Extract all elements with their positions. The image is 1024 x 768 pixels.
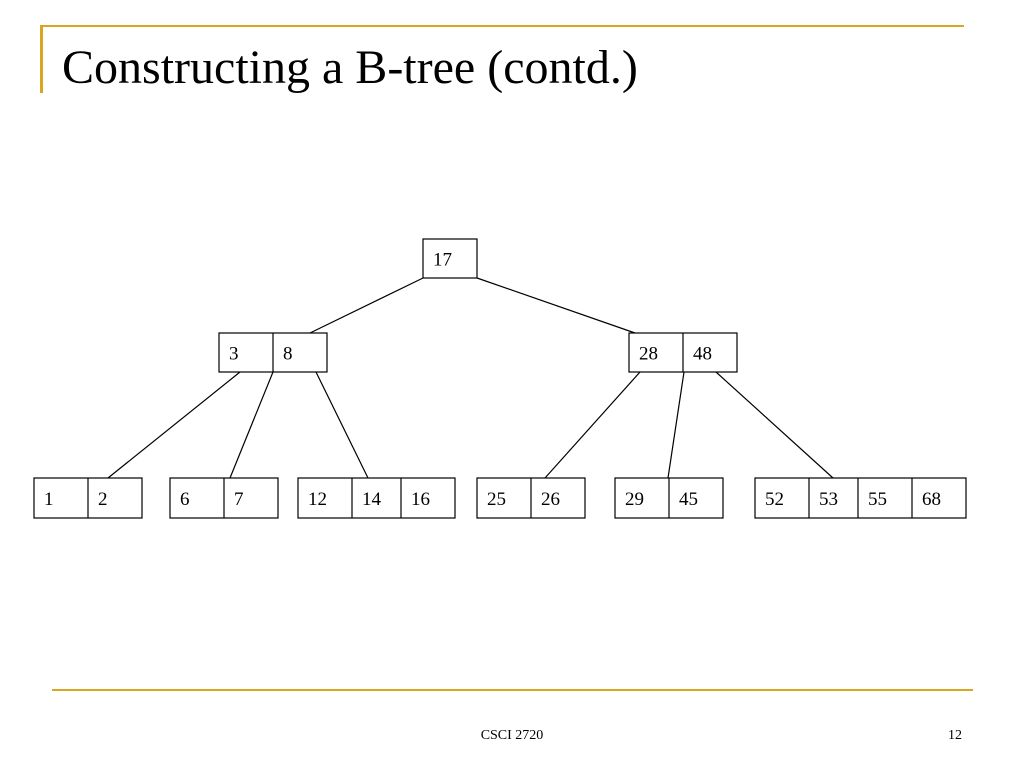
node-key: 14 bbox=[362, 489, 382, 510]
tree-edge bbox=[107, 371, 241, 479]
tree-edge bbox=[476, 277, 636, 334]
footer-accent-line bbox=[52, 689, 973, 691]
node-key: 2 bbox=[98, 489, 108, 510]
node-key: 28 bbox=[639, 344, 658, 365]
tree-edge bbox=[315, 371, 369, 479]
internal-node: 28 48 bbox=[628, 332, 738, 373]
node-key: 45 bbox=[679, 489, 698, 510]
root-node-box bbox=[422, 238, 478, 279]
tree-edges bbox=[107, 277, 834, 479]
tree-edge bbox=[667, 371, 685, 479]
footer-page-number: 12 bbox=[948, 728, 962, 743]
slide-title: Constructing a B-tree (contd.) bbox=[62, 41, 638, 94]
node-key: 25 bbox=[487, 489, 506, 510]
node-key: 52 bbox=[765, 489, 784, 510]
node-key: 12 bbox=[308, 489, 327, 510]
node-key: 16 bbox=[411, 489, 430, 510]
node-key: 6 bbox=[180, 489, 190, 510]
tree-edge bbox=[544, 371, 641, 479]
root-node: 17 bbox=[422, 238, 478, 279]
title-accent-line bbox=[40, 25, 964, 27]
node-key: 3 bbox=[229, 344, 239, 365]
node-key: 53 bbox=[819, 489, 838, 510]
node-key: 26 bbox=[541, 489, 560, 510]
node-key: 48 bbox=[693, 344, 712, 365]
leaf-node: 25 26 bbox=[476, 477, 586, 519]
node-key: 17 bbox=[433, 250, 452, 271]
node-key: 8 bbox=[283, 344, 293, 365]
leaf-node: 12 14 16 bbox=[297, 477, 456, 519]
node-key: 68 bbox=[922, 489, 941, 510]
tree-edge bbox=[309, 277, 424, 334]
leaf-node-box bbox=[754, 477, 967, 519]
node-key: 1 bbox=[44, 489, 54, 510]
leaf-node-box bbox=[297, 477, 456, 519]
tree-edge bbox=[715, 371, 834, 479]
footer-course: CSCI 2720 bbox=[480, 728, 544, 743]
leaf-node: 52 53 55 68 bbox=[754, 477, 967, 519]
node-key: 29 bbox=[625, 489, 644, 510]
node-key: 7 bbox=[234, 489, 244, 510]
node-key: 55 bbox=[868, 489, 887, 510]
tree-edge bbox=[229, 371, 274, 479]
leaf-node: 29 45 bbox=[614, 477, 724, 519]
title-accent-bar bbox=[40, 25, 43, 93]
